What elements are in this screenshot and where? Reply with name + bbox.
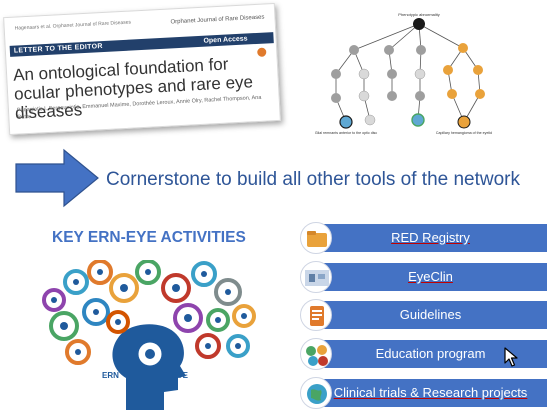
ern-label: ERN xyxy=(102,371,119,380)
open-access-label: Open Access xyxy=(203,35,248,45)
folder-icon xyxy=(300,222,332,254)
mouse-cursor-icon xyxy=(504,347,518,367)
journal-citation: Hagenaars et al. Orphanet Journal of Rar… xyxy=(14,19,132,32)
globe-icon xyxy=(300,377,332,409)
activity-label: RED Registry xyxy=(391,230,470,245)
article-type: LETTER TO THE EDITOR xyxy=(13,43,103,55)
head-gears-illustration: ERN EYE xyxy=(42,260,256,410)
graph-root-label: Phenotypic abnormality xyxy=(398,12,440,17)
activity-clinical-trials[interactable]: Clinical trials & Research projects xyxy=(300,377,550,409)
activity-label: EyeClin xyxy=(408,269,453,284)
activity-label: Education program xyxy=(375,346,486,361)
activity-eyeclin[interactable]: EyeClin xyxy=(300,261,550,293)
education-icon xyxy=(300,338,332,370)
paper-thumbnail: Hagenaars et al. Orphanet Journal of Rar… xyxy=(3,2,281,136)
cornerstone-text: Cornerstone to build all other tools of … xyxy=(106,169,521,190)
key-activities-title: KEY ERN-EYE ACTIVITIES xyxy=(52,229,246,246)
eye-label: EYE xyxy=(172,371,189,380)
journal-name: Orphanet Journal of Rare Diseases xyxy=(170,14,265,26)
right-arrow-icon xyxy=(15,148,99,208)
activity-label: Guidelines xyxy=(399,307,462,322)
graph-leaf-left-label: Glial remnants anterior to the optic dis… xyxy=(315,131,378,135)
graph-leaf-right-label: Capillary hemangioma of the eyelid xyxy=(436,131,492,135)
activity-label: Clinical trials & Research projects xyxy=(333,385,528,400)
clipboard-icon xyxy=(300,299,332,331)
clinic-icon xyxy=(300,261,332,293)
activity-red-registry[interactable]: RED Registry xyxy=(300,222,550,254)
ontology-graph: Phenotypic abnormality Glial remnants an… xyxy=(315,12,492,135)
activity-guidelines[interactable]: Guidelines xyxy=(300,299,550,331)
